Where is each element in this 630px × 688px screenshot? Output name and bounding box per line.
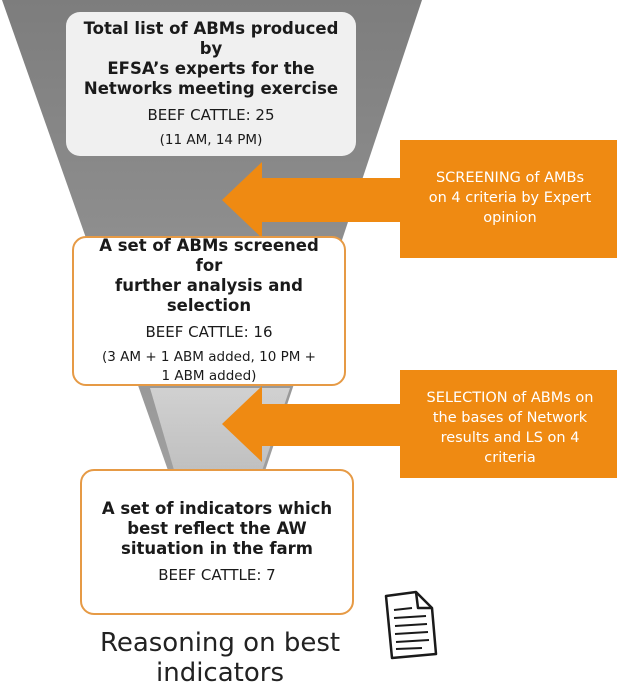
screened-set-count: BEEF CATTLE: 16 [145,323,273,341]
screening-arrow-text: SCREENING of AMBs on 4 criteria by Exper… [428,170,592,226]
screening-arrow [222,140,617,258]
total-list-count: BEEF CATTLE: 25 [147,105,275,124]
screened-set-box: A set of ABMs screened for further analy… [72,236,346,386]
total-list-detail: (11 AM, 14 PM) [159,131,263,148]
total-list-box: Total list of ABMs produced by EFSA’s ex… [66,12,356,156]
indicators-count: BEEF CATTLE: 7 [158,566,276,584]
reasoning-caption: Reasoning on best indicators [99,628,341,688]
total-list-title: Total list of ABMs produced by EFSA’s ex… [83,18,339,98]
screened-set-detail: (3 AM + 1 ABM added, 10 PM + 1 ABM added… [102,349,316,384]
document-icon [384,590,438,660]
selection-arrow [222,370,617,478]
screened-set-title: A set of ABMs screened for further analy… [99,236,319,315]
selection-arrow-text: SELECTION of ABMs on the bases of Networ… [426,390,594,466]
indicators-box: A set of indicators which best reflect t… [80,469,354,615]
indicators-title: A set of indicators which best reflect t… [101,499,333,558]
